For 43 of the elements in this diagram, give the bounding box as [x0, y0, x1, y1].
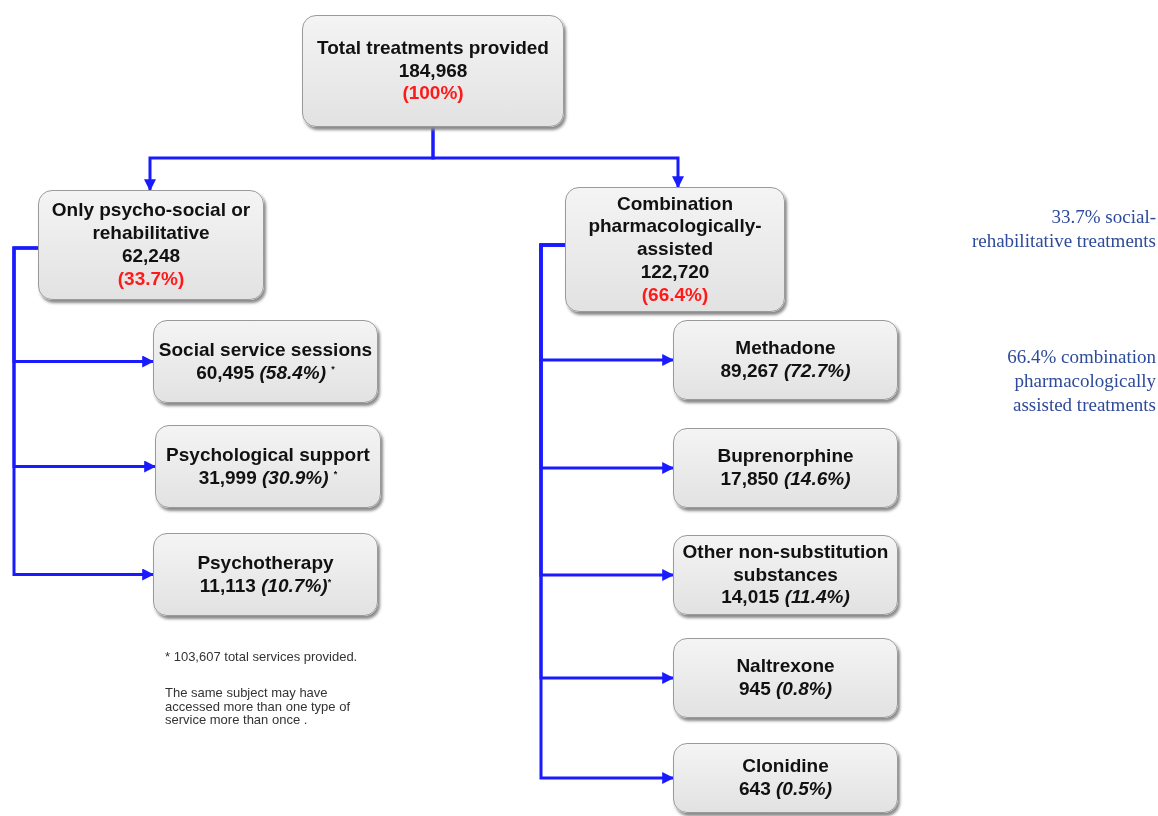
box-title: Only psycho-social or rehabilitative	[50, 199, 252, 245]
process-box	[155, 425, 381, 508]
percent-text: (66.4%)	[641, 283, 709, 307]
count-text: 17,850 (14.6%)	[720, 468, 851, 491]
box-title: Total treatments provided	[317, 36, 549, 60]
process-box	[38, 190, 264, 300]
box-title: Buprenorphine	[717, 445, 854, 468]
connector-arrow	[539, 243, 675, 784]
box-title: Clonidine	[742, 755, 829, 778]
connector-arrow	[12, 246, 155, 581]
side-note: 33.7% social-rehabilitative treatments	[970, 205, 1156, 253]
box-title: Other non-substitution substances	[681, 540, 890, 587]
percent-text: (33.7%)	[117, 267, 185, 291]
process-box	[673, 743, 898, 813]
count-text: 60,495 (58.4%) $^{*}$	[196, 361, 335, 385]
box-title: Combination pharmacologically-assisted	[587, 192, 763, 261]
process-box	[673, 535, 898, 615]
count-text: 945 (0.8%)	[739, 678, 832, 701]
side-note: 66.4% combination pharmacologically assisted treatments	[1006, 345, 1156, 417]
process-box	[153, 533, 378, 616]
box-title: Social service sessions	[158, 338, 373, 362]
process-box	[153, 320, 378, 403]
footnote-text: * 103,607 total services provided.	[165, 650, 359, 664]
count-text: 184,968	[398, 59, 468, 83]
count-text: 122,720	[640, 260, 710, 284]
process-box	[673, 320, 898, 400]
process-box	[673, 638, 898, 718]
process-box	[673, 428, 898, 508]
count-text: 14,015 (11.4%)	[721, 586, 850, 610]
count-text: 31,999 (30.9%) $^{*}$	[198, 466, 338, 490]
footnote-text: The same subject may have accessed more than one type of service more than once .	[165, 686, 351, 727]
process-box	[302, 15, 564, 127]
percent-text: (100%)	[402, 82, 464, 106]
box-title: Methadone	[735, 337, 836, 360]
count-text: 11,113 (10.7%)$^{*}$	[199, 574, 332, 598]
count-text: 89,267 (72.7%)	[720, 360, 851, 383]
process-box	[565, 187, 785, 312]
box-title: Psychological support	[166, 443, 370, 467]
box-title: Naltrexone	[736, 655, 835, 678]
count-text: 643 (0.5%)	[739, 778, 832, 801]
count-text: 62,248	[121, 245, 181, 268]
box-title: Psychotherapy	[197, 551, 334, 575]
connector-arrow	[431, 127, 684, 189]
